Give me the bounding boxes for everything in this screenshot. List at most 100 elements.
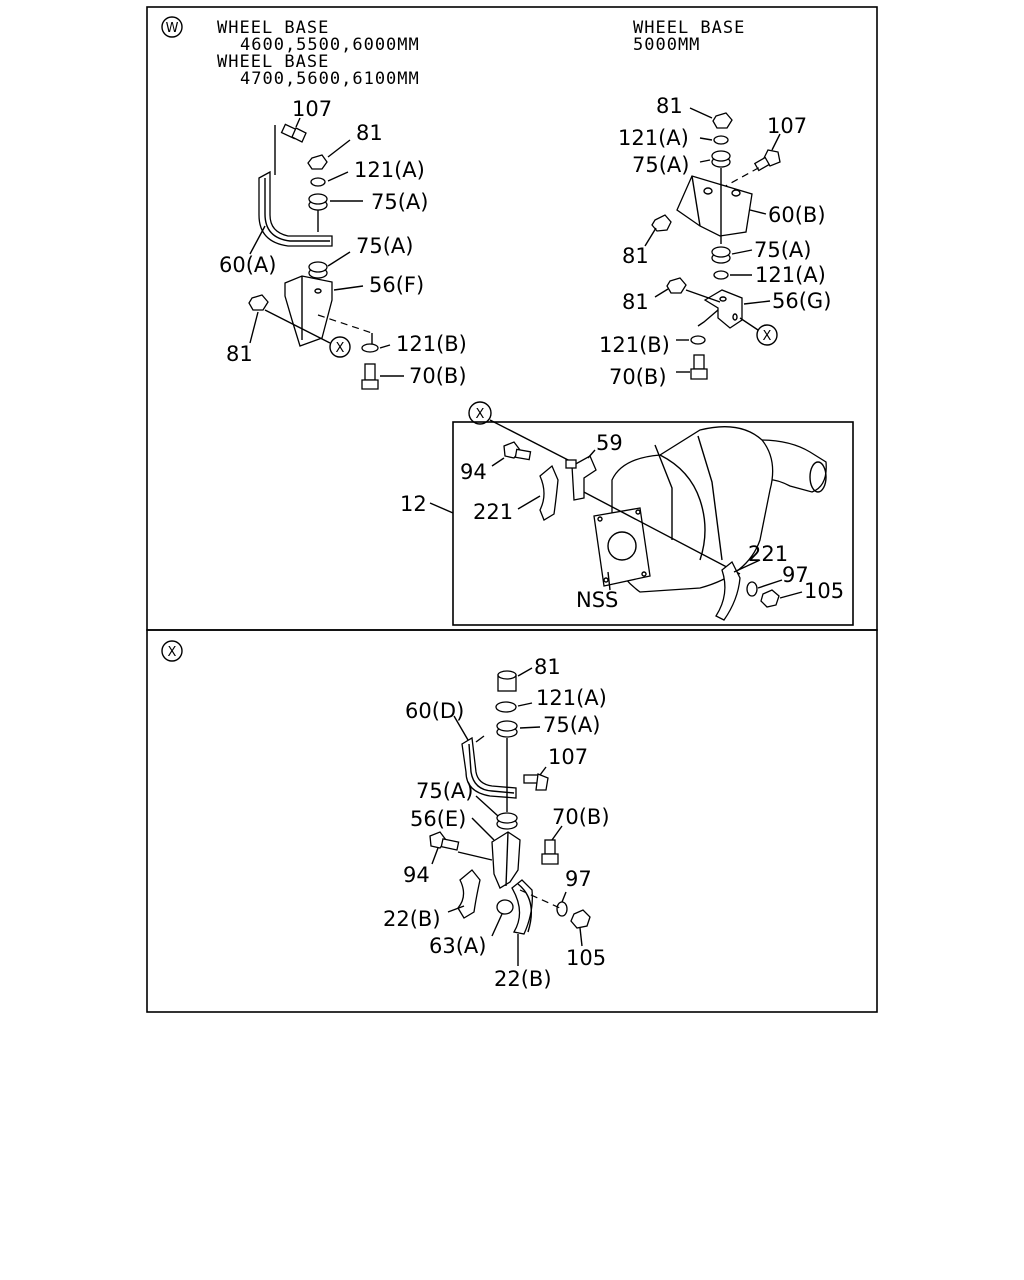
bolt-70b-bottom-part [541,839,559,865]
clamp-221-left-part [539,464,559,521]
bushing-75a-lower-part [308,261,328,279]
muffler-inset-frame [452,421,854,626]
callout-left-56f: 56(F) [369,273,424,297]
bottom-bracket-assembly [429,667,591,966]
callout-left-81: 81 [356,121,383,145]
bracket-56g-part [703,289,743,329]
callout-right-56g: 56(G) [772,289,831,313]
callout-right-107: 107 [767,114,807,138]
bracket-59-part [565,455,597,501]
panel-x-marker-label: X [168,645,177,660]
bolt-70b-right-part [690,354,708,380]
callout-muffler-12: 12 [400,492,427,516]
callout-bottom-22b-right: 22(B) [494,967,552,991]
left-ref-marker: X [329,336,351,358]
panel-w-marker-label: W [166,21,179,36]
nut-81-lower-part [248,294,269,311]
nut-105-part [760,589,780,608]
callout-bottom-56e: 56(E) [410,807,466,831]
nut-81-lower-right-part [666,277,687,294]
callout-muffler-221-left: 221 [473,500,513,524]
bushing-75a-top-part [711,150,731,168]
callout-left-70b: 70(B) [409,364,467,388]
callout-bottom-107: 107 [548,745,588,769]
bolt-107-bottom-part [523,773,549,791]
bushing-75a-bottom-lower-part [496,812,518,830]
exhaust-flange-part [593,507,651,587]
header-left-line-1: WHEEL BASE [217,18,329,38]
callout-bottom-94: 94 [403,863,430,887]
left-ref-marker-label: X [336,341,345,356]
bushing-75a-bottom-top-part [496,720,518,738]
nut-81-mid-part [651,214,672,232]
washer-121a-part [310,177,326,187]
callout-right-60b: 60(B) [768,203,826,227]
callout-muffler-59: 59 [596,431,623,455]
header-left-line-4: 4700,5600,6100MM [240,69,420,89]
header-right-line-1: WHEEL BASE [633,18,745,38]
right-ref-marker-label: X [763,329,772,344]
callout-left-75a: 75(A) [371,190,428,214]
callout-left-121a: 121(A) [354,158,425,182]
spacer-63a-part [496,899,514,915]
callout-left-60a: 60(A) [219,253,276,277]
callout-bottom-60d: 60(D) [405,699,464,723]
callout-right-81: 81 [656,94,683,118]
muffler-ref-marker: X [468,401,492,425]
callout-right-81-lower: 81 [622,290,649,314]
washer-121a-top-part [713,135,729,145]
clamp-221-right-part [715,560,741,621]
callout-right-75a: 75(A) [632,153,689,177]
nut-81-bottom-part [497,670,517,692]
bolt-107-part [280,123,307,143]
bottom-panel-frame [146,629,878,1013]
muffler-ref-marker-label: X [476,407,485,422]
nut-81-top-part [712,112,733,129]
bushing-75a-part [308,193,328,211]
bolt-107-right-part [753,149,781,172]
callout-right-121a: 121(A) [618,126,689,150]
callout-right-70b: 70(B) [609,365,667,389]
washer-121b-right-part [690,335,706,345]
bolt-94-part [503,441,532,461]
right-ref-marker: X [756,324,778,346]
callout-muffler-94: 94 [460,460,487,484]
bracket-60a-part [258,170,333,247]
callout-muffler-nss: NSS [576,588,618,612]
callout-bottom-97: 97 [565,867,592,891]
nut-81-part [307,154,328,170]
panel-x-marker: X [161,640,183,662]
header-left-line-3: WHEEL BASE [217,52,329,72]
washer-97-bottom-part [556,901,568,917]
bushing-75a-mid-part [711,246,731,264]
callout-bottom-70b: 70(B) [552,805,610,829]
washer-121b-part [361,343,379,353]
callout-left-107: 107 [292,97,332,121]
clamp-22b-left-part [457,869,481,919]
panel-w-marker: W [161,16,183,38]
callout-muffler-105: 105 [804,579,844,603]
callout-right-81-mid: 81 [622,244,649,268]
bracket-56f-part [284,275,333,347]
bolt-94-bottom-part [429,831,460,851]
header-left-line-2: 4600,5500,6000MM [240,35,420,55]
callout-bottom-22b-left: 22(B) [383,907,441,931]
callout-right-121b: 121(B) [599,333,670,357]
bolt-70b-part [361,363,379,390]
right-bracket-assembly: X [644,107,781,380]
callout-right-121a-mid: 121(A) [755,263,826,287]
muffler-body-part [611,426,774,593]
callout-bottom-75a-top: 75(A) [543,713,600,737]
callout-bottom-121a: 121(A) [536,686,607,710]
washer-97-part [746,581,758,597]
nut-105-bottom-part [570,909,591,929]
muffler-assembly: X [429,401,827,621]
callout-left-121b: 121(B) [396,332,467,356]
left-bracket-assembly: X [248,117,404,390]
callout-muffler-221-right: 221 [748,542,788,566]
callout-left-75a-lower: 75(A) [356,234,413,258]
callout-bottom-105: 105 [566,946,606,970]
washer-121a-bottom-part [495,701,517,713]
callout-muffler-97: 97 [782,563,809,587]
callout-bottom-75a-lower: 75(A) [416,779,473,803]
